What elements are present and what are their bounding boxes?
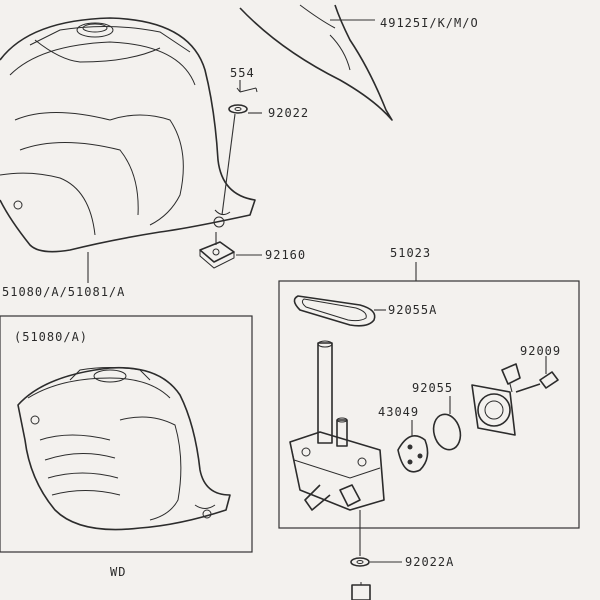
label-43049: 43049 (378, 405, 420, 419)
label-51080-51081: 51080/A/51081/A (2, 285, 126, 299)
diaphragm-43049 (397, 420, 429, 473)
washer-92022a (350, 510, 402, 567)
lever-assembly (471, 363, 521, 436)
inset-box (0, 315, 253, 553)
inset-caption: WD (110, 565, 127, 579)
bottom-bolt (351, 582, 371, 600)
screw-92009 (515, 356, 559, 393)
label-92022a: 92022A (405, 555, 455, 569)
fuel-tank-main (0, 17, 256, 253)
bolt-and-washer (221, 80, 262, 216)
cover-panel (239, 4, 393, 121)
label-92055a: 92055A (388, 303, 438, 317)
label-51023: 51023 (390, 246, 432, 260)
label-554: 554 (230, 66, 255, 80)
damper-part (199, 232, 262, 269)
label-92055: 92055 (412, 381, 454, 395)
label-92160: 92160 (265, 248, 307, 262)
gasket-92055a (293, 295, 386, 327)
oring-92055 (432, 396, 462, 451)
label-92009: 92009 (520, 344, 562, 358)
fuel-tap-body (289, 340, 385, 511)
inset-title: (51080/A) (14, 330, 89, 344)
fuel-tap-box (278, 262, 580, 529)
label-92022: 92022 (268, 106, 310, 120)
label-49125: 49125I/K/M/O (380, 16, 479, 30)
